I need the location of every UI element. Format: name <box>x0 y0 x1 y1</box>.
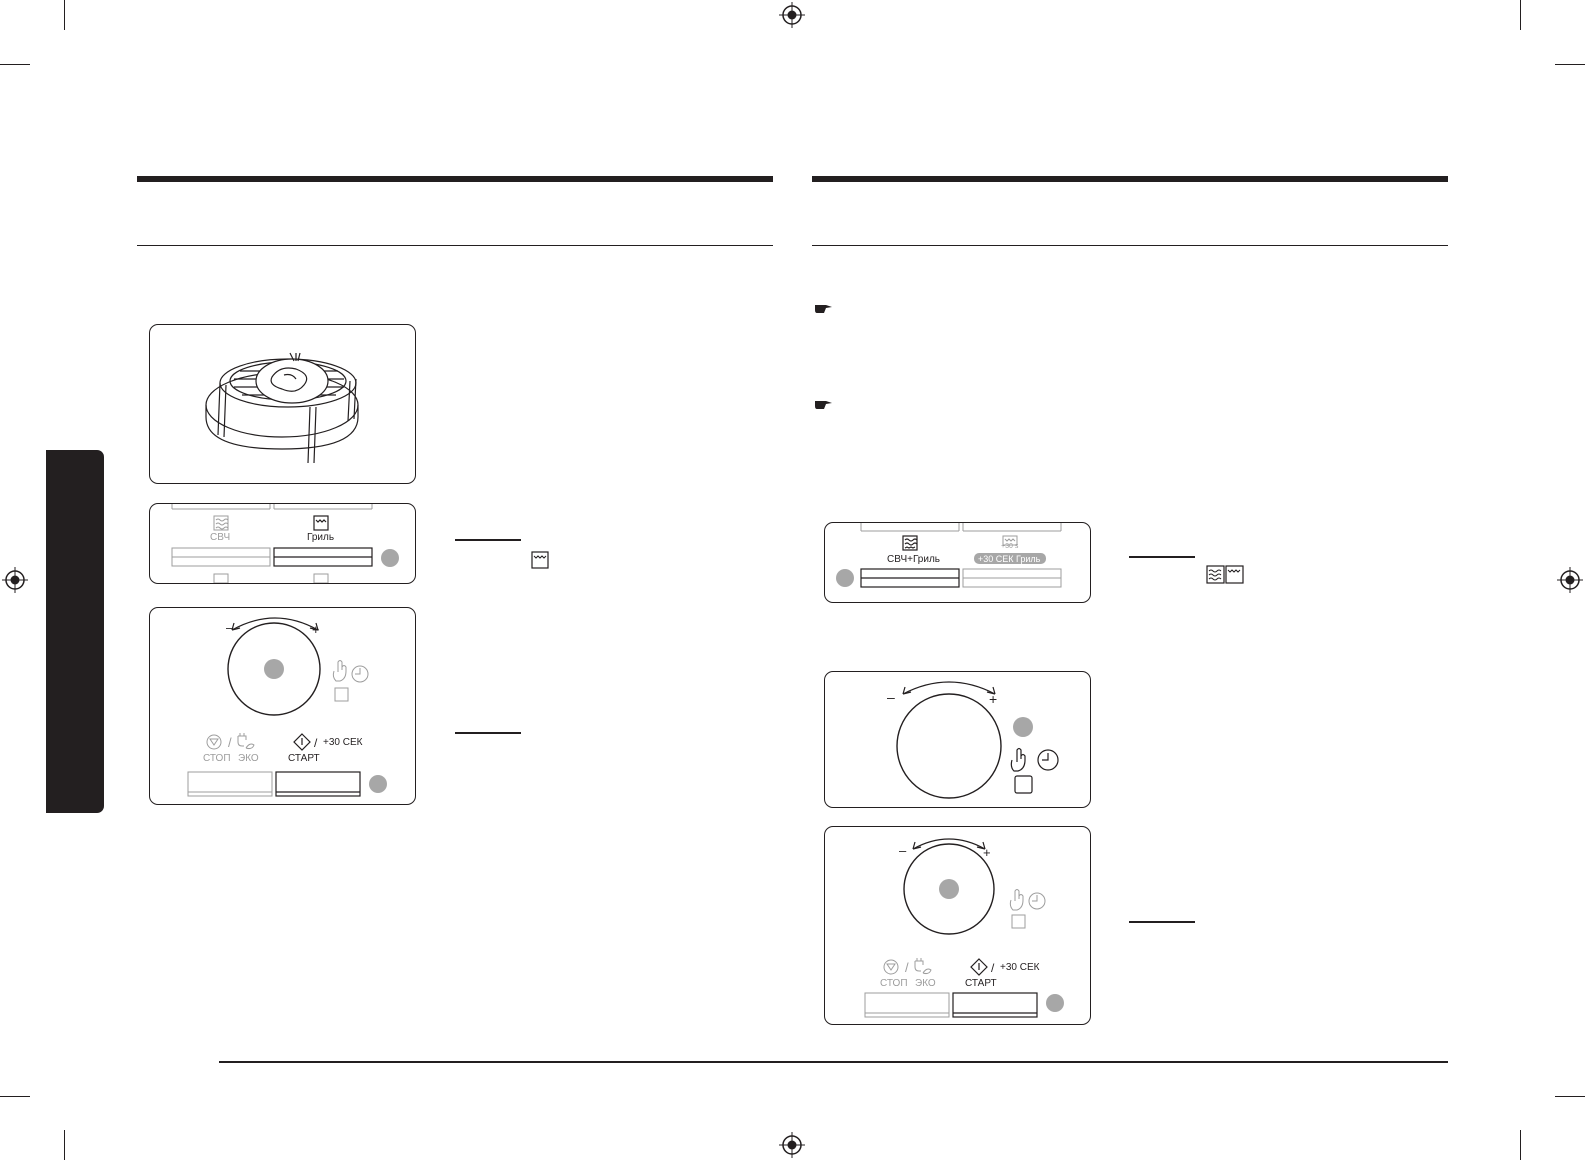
svg-text:+: + <box>312 622 320 637</box>
step-marker <box>939 879 959 899</box>
grill-rack-illustration-panel <box>149 324 416 484</box>
step-marker <box>836 569 854 587</box>
chapter-side-tab <box>46 450 104 813</box>
svg-text:/: / <box>314 736 318 750</box>
left-step-underline-2 <box>455 732 521 734</box>
combi-mode-panel: +30 s СВЧ+Гриль +30 СЕК Гриль <box>824 522 1091 603</box>
grill-rack-illustration <box>205 352 359 464</box>
left-subheader-rule <box>137 245 773 246</box>
microwave-mode-label: СВЧ <box>210 532 231 543</box>
right-dial-art: – + <box>887 681 1059 799</box>
right-step-underline-1 <box>1129 556 1195 558</box>
footer-rule <box>219 1061 1448 1063</box>
hand-icon <box>1009 889 1024 911</box>
svg-text:–: – <box>899 843 907 858</box>
hand-icon <box>332 660 347 682</box>
clock-icon <box>1037 749 1059 771</box>
plus30-grill-label: +30 СЕК Гриль <box>978 554 1041 564</box>
right-dial-panel: – + <box>824 671 1091 808</box>
registration-mark-icon <box>779 1132 805 1158</box>
dial-knob <box>227 622 321 716</box>
registration-mark-icon <box>2 567 28 593</box>
start-label: СТАРТ <box>965 978 997 989</box>
hand-pointer-icon <box>814 302 834 317</box>
right-dial-start-panel: – + / / <box>824 826 1091 1025</box>
step-marker <box>369 775 387 793</box>
svg-text:+: + <box>989 691 997 707</box>
grill-icon <box>313 515 329 531</box>
grill-mode-panel-art <box>171 504 399 583</box>
stop-icon <box>206 734 222 750</box>
step-marker <box>264 659 284 679</box>
stop-label: СТОП <box>880 978 908 989</box>
stop-label: СТОП <box>203 753 231 764</box>
dial-knob <box>896 693 1002 799</box>
stop-icon <box>883 959 899 975</box>
start-icon <box>970 958 988 976</box>
combi-mode-panel-art <box>836 523 1062 588</box>
right-subheader-rule <box>812 245 1448 246</box>
combi-mode-label: СВЧ+Гриль <box>887 554 940 565</box>
svg-text:/: / <box>905 960 909 975</box>
left-dial-start-art: – + / / <box>187 617 387 797</box>
eco-icon <box>237 733 255 750</box>
dial-knob <box>903 843 995 935</box>
svg-text:–: – <box>226 620 234 635</box>
plus30-label: +30 СЕК <box>1000 962 1040 973</box>
svg-text:/: / <box>228 735 232 750</box>
clock-icon <box>351 665 369 683</box>
combi-icon <box>902 535 918 551</box>
svg-text:+: + <box>983 845 991 860</box>
eco-label: ЭКО <box>238 753 259 764</box>
step-marker <box>1013 717 1033 737</box>
svg-text:–: – <box>887 689 895 705</box>
right-dial-start-art: – + / / <box>864 838 1064 1018</box>
hand-icon <box>1010 747 1026 772</box>
svg-text:/: / <box>991 961 995 975</box>
microwave-icon <box>213 515 229 531</box>
registration-mark-icon <box>779 2 805 28</box>
clock-icon <box>1028 892 1046 910</box>
left-step-underline-1 <box>455 539 521 541</box>
eco-label: ЭКО <box>915 978 936 989</box>
hand-pointer-icon <box>814 398 834 413</box>
plus30s-small-label: +30 s <box>1001 543 1019 550</box>
start-label: СТАРТ <box>288 753 320 764</box>
grill-mode-panel: СВЧ Гриль <box>149 503 416 584</box>
left-dial-start-panel: – + / / <box>149 607 416 805</box>
grill-icon <box>1002 535 1018 546</box>
right-header-rule <box>812 176 1448 182</box>
registration-mark-icon <box>1557 567 1583 593</box>
combi-icon <box>1206 565 1244 584</box>
plus30-label: +30 СЕК <box>323 737 363 748</box>
left-header-rule <box>137 176 773 182</box>
step-marker <box>1046 994 1064 1012</box>
grill-icon <box>531 551 549 569</box>
step-marker <box>381 549 399 567</box>
eco-icon <box>914 958 932 975</box>
start-icon <box>293 733 311 751</box>
right-step-underline-2 <box>1129 921 1195 923</box>
grill-mode-label: Гриль <box>307 532 335 543</box>
